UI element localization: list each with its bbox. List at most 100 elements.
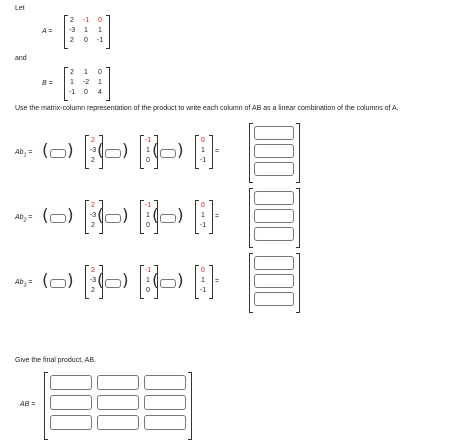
open-paren-icon: ( [152, 271, 159, 291]
matrix-b-cell: -1 [68, 89, 76, 96]
column-vector-entry: -1 [144, 202, 152, 209]
coefficient-input[interactable] [50, 149, 66, 158]
open-paren-icon: ( [97, 141, 104, 161]
let-text: Let [15, 5, 25, 12]
ab-entry-input[interactable] [144, 415, 186, 430]
result-right-bracket [296, 123, 300, 183]
column-vector-entry: -3 [89, 212, 97, 219]
close-paren-icon: ) [67, 141, 74, 161]
result-entry-input[interactable] [254, 256, 294, 270]
result-entry-input[interactable] [254, 126, 294, 140]
result-entry-input[interactable] [254, 274, 294, 288]
column-vector-right-bracket [99, 200, 103, 234]
column-vector-entry: 2 [91, 287, 95, 294]
instruction-text: Use the matrix-column representation of … [15, 105, 399, 112]
matrix-a-left-bracket [64, 15, 68, 49]
open-paren-icon: ( [42, 271, 49, 291]
column-vector-entry: 2 [91, 157, 95, 164]
coefficient-input[interactable] [160, 214, 176, 223]
ab-right-bracket [188, 372, 192, 440]
ab-entry-input[interactable] [97, 395, 139, 410]
column-vector-right-bracket [154, 200, 158, 234]
column-vector-left-bracket [140, 265, 144, 299]
open-paren-icon: ( [152, 206, 159, 226]
column-vector-entry: 0 [146, 287, 150, 294]
matrix-a-cell: -1 [82, 17, 90, 24]
column-vector-entry: 2 [91, 222, 95, 229]
ab-entry-input[interactable] [144, 395, 186, 410]
close-paren-icon: ) [122, 141, 129, 161]
close-paren-icon: ) [177, 206, 184, 226]
ab-left-bracket [44, 372, 48, 440]
column-vector-entry: 1 [201, 277, 205, 284]
result-entry-input[interactable] [254, 209, 294, 223]
coefficient-input[interactable] [105, 279, 121, 288]
result-entry-input[interactable] [254, 162, 294, 176]
product-label-base: Ab [15, 214, 24, 221]
close-paren-icon: ) [177, 271, 184, 291]
coefficient-input[interactable] [160, 279, 176, 288]
equals-sign: = [215, 278, 220, 285]
matrix-b-cell: 2 [70, 69, 74, 76]
column-vector-entry: -1 [199, 287, 207, 294]
matrix-b-cell: -2 [82, 79, 90, 86]
result-entry-input[interactable] [254, 144, 294, 158]
result-entry-input[interactable] [254, 227, 294, 241]
column-vector-right-bracket [154, 135, 158, 169]
equals-sign: = [215, 148, 220, 155]
column-vector-entry: 2 [91, 202, 95, 209]
column-vector-entry: 2 [91, 267, 95, 274]
product-label-eq: = [28, 214, 33, 221]
matrix-b-cell: 1 [98, 79, 102, 86]
matrix-a-cell: 2 [70, 17, 74, 24]
product-row-label: Ab3 = [15, 279, 32, 288]
product-row-label: Ab1 = [15, 149, 32, 158]
coefficient-input[interactable] [50, 214, 66, 223]
column-vector-right-bracket [209, 200, 213, 234]
column-vector-entry: -3 [89, 277, 97, 284]
coefficient-input[interactable] [105, 214, 121, 223]
column-vector-entry: 0 [146, 157, 150, 164]
column-vector-entry: 0 [201, 267, 205, 274]
ab-entry-input[interactable] [50, 395, 92, 410]
and-text: and [15, 55, 27, 62]
final-prompt-text: Give the final product, AB. [15, 357, 96, 364]
matrix-b-left-bracket [64, 67, 68, 101]
matrix-b-cell: 4 [98, 89, 102, 96]
column-vector-entry: 0 [201, 202, 205, 209]
open-paren-icon: ( [42, 206, 49, 226]
ab-entry-input[interactable] [97, 415, 139, 430]
column-vector-left-bracket [195, 135, 199, 169]
column-vector-left-bracket [140, 135, 144, 169]
result-entry-input[interactable] [254, 191, 294, 205]
column-vector-entry: 1 [146, 147, 150, 154]
coefficient-input[interactable] [160, 149, 176, 158]
column-vector-left-bracket [140, 200, 144, 234]
close-paren-icon: ) [67, 271, 74, 291]
matrix-a-label: A = [42, 28, 53, 35]
result-left-bracket [249, 188, 253, 248]
column-vector-right-bracket [99, 135, 103, 169]
ab-entry-input[interactable] [50, 415, 92, 430]
column-vector-entry: 0 [146, 222, 150, 229]
column-vector-right-bracket [154, 265, 158, 299]
matrix-b-label: B = [42, 80, 53, 87]
column-vector-entry: -1 [199, 222, 207, 229]
column-vector-right-bracket [209, 135, 213, 169]
ab-entry-input[interactable] [97, 375, 139, 390]
ab-entry-input[interactable] [50, 375, 92, 390]
matrix-a-cell: -3 [68, 27, 76, 34]
matrix-a-cell: 0 [98, 17, 102, 24]
column-vector-entry: -1 [144, 137, 152, 144]
column-vector-entry: -1 [199, 157, 207, 164]
matrix-a-right-bracket [106, 15, 110, 49]
result-left-bracket [249, 253, 253, 313]
close-paren-icon: ) [122, 206, 129, 226]
product-row-label: Ab2 = [15, 214, 32, 223]
ab-entry-input[interactable] [144, 375, 186, 390]
coefficient-input[interactable] [105, 149, 121, 158]
column-vector-entry: 1 [201, 147, 205, 154]
coefficient-input[interactable] [50, 279, 66, 288]
result-entry-input[interactable] [254, 292, 294, 306]
close-paren-icon: ) [177, 141, 184, 161]
